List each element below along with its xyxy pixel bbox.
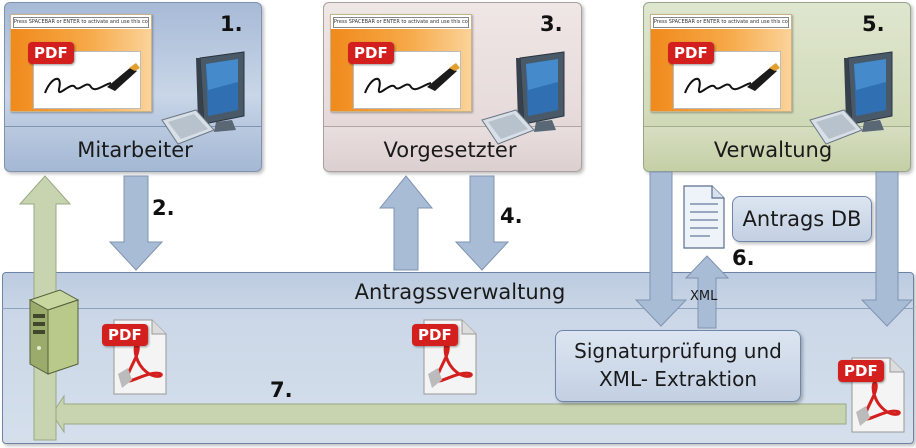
pdf-badge: PDF xyxy=(102,324,148,346)
step-7-number: 7. xyxy=(270,378,293,402)
step-4-number: 4. xyxy=(500,204,523,228)
step-1-number: 1. xyxy=(220,12,243,36)
pdf-badge: PDF xyxy=(668,42,714,64)
arrow-up-xml xyxy=(684,255,730,329)
pdf-badge: PDF xyxy=(412,324,458,346)
computer-icon xyxy=(161,51,245,145)
form-hint-text: Press SPACEBAR or ENTER to activate and … xyxy=(333,17,469,28)
server-icon xyxy=(28,289,80,375)
role-label-vorgesetzter: Vorgesetzter xyxy=(383,138,517,162)
role-label-mitarbeiter: Mitarbeiter xyxy=(77,138,193,162)
step-5-number: 5. xyxy=(862,12,885,36)
antragsverwaltung-title: Antragssverwaltung xyxy=(354,280,566,304)
vorgesetzter-footer-band xyxy=(324,126,581,171)
step-3-number: 3. xyxy=(540,12,563,36)
arrow-down-right xyxy=(860,171,914,327)
signature-verification-box: Signaturprüfung und XML- Extraktion xyxy=(555,330,801,402)
pdf-badge: PDF xyxy=(28,42,74,64)
pdf-badge: PDF xyxy=(838,360,884,382)
signature-pen-icon xyxy=(684,63,780,94)
antragsverwaltung-header-line xyxy=(2,308,914,309)
role-label-verwaltung: Verwaltung xyxy=(713,138,833,162)
computer-icon xyxy=(481,51,565,145)
antrags-db-box: Antrags DB xyxy=(732,196,872,242)
form-hint-text: Press SPACEBAR or ENTER to activate and … xyxy=(13,17,149,28)
signature-verification-line1: Signaturprüfung und xyxy=(574,339,782,363)
computer-icon xyxy=(809,51,893,145)
arrow-down-to-signature xyxy=(634,171,688,327)
signature-pen-icon xyxy=(364,63,460,94)
mitarbeiter-footer-band xyxy=(5,126,261,171)
arrow-up-to-vorgesetzter xyxy=(378,175,434,271)
verwaltung-footer-band xyxy=(644,126,910,171)
form-hint-text: Press SPACEBAR or ENTER to activate and … xyxy=(653,17,789,28)
step-6-number: 6. xyxy=(732,246,755,270)
arrow-down-step-2 xyxy=(108,175,164,271)
signature-pen-icon xyxy=(44,63,140,94)
xml-label: XML xyxy=(690,289,718,304)
pdf-badge: PDF xyxy=(348,42,394,64)
xml-document-icon xyxy=(683,185,725,249)
signed-form-thumbnail: Press SPACEBAR or ENTER to activate and … xyxy=(10,14,152,112)
arrow-down-step-4 xyxy=(454,175,510,271)
step-2-number: 2. xyxy=(152,196,175,220)
signature-verification-line2: XML- Extraktion xyxy=(598,367,757,391)
arrow-return-step-7 xyxy=(51,394,847,434)
